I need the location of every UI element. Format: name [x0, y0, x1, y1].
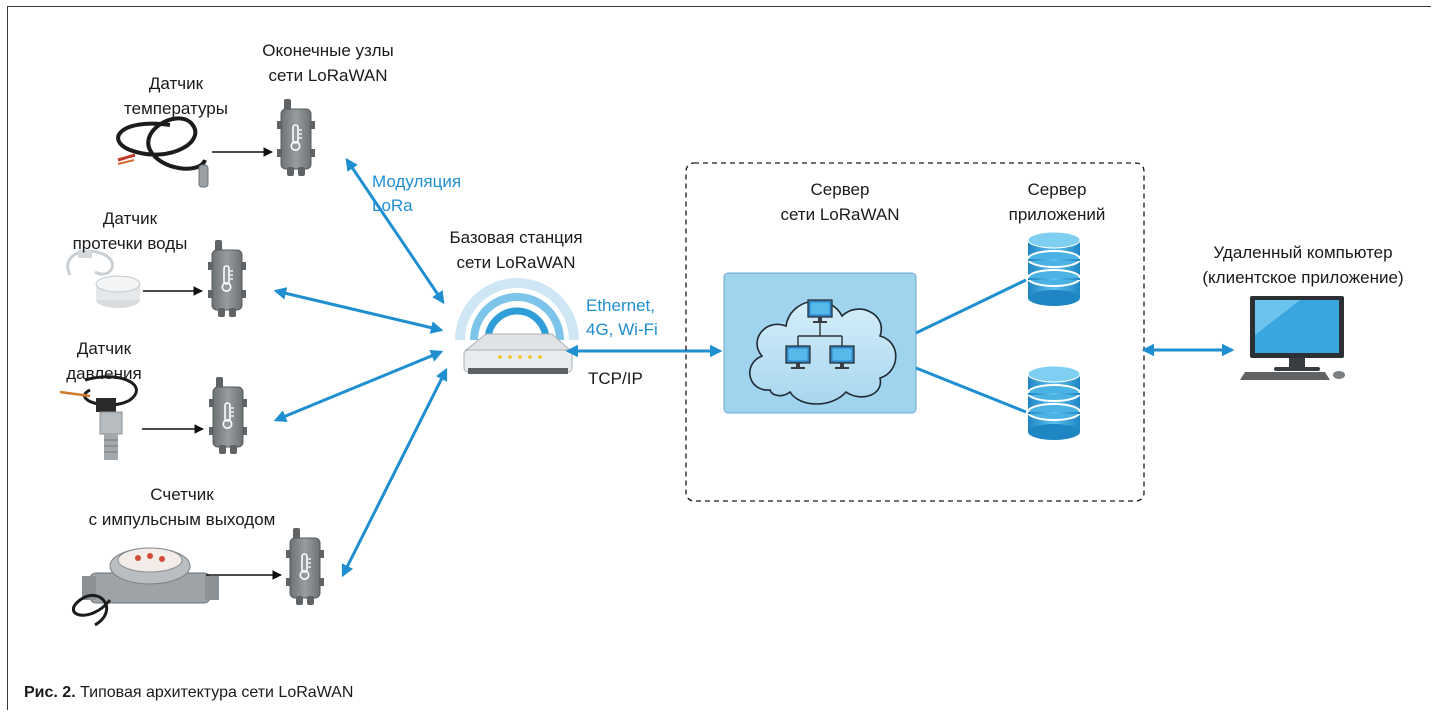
lora-links: [273, 157, 448, 578]
app-server-label-line1: Сервер: [1028, 180, 1087, 199]
remote-computer-label-line1: Удаленный компьютер: [1213, 243, 1392, 262]
pressure-sensor-label-line2: давления: [66, 364, 141, 383]
protocol-label: TCP/IP: [588, 369, 643, 388]
server-group-border: [685, 162, 1145, 502]
network-server-cloud: [723, 272, 917, 414]
app-server-label-line2: приложений: [1009, 205, 1106, 224]
end-node-device-icon: [207, 239, 247, 318]
end-node-device-icon: [285, 527, 325, 606]
pressure-sensor-label-line1: Датчик: [77, 339, 132, 358]
water-leak-sensor-label-line2: протечки воды: [73, 234, 188, 253]
remote-computer-icon: [1240, 296, 1345, 380]
end-nodes-label-line2: сети LoRaWAN: [268, 66, 387, 85]
server-network-lines: [797, 323, 843, 346]
end-node-device-icon: [276, 98, 316, 177]
water-leak-sensor-image: [66, 249, 141, 308]
server-link-line: [915, 366, 1027, 414]
base-station-router-icon: [455, 278, 579, 374]
backhaul-label-line1: Ethernet,: [586, 296, 655, 315]
water-leak-sensor-label-line1: Датчик: [103, 209, 158, 228]
figure-caption-text: Типовая архитектура сети LoRaWAN: [75, 684, 354, 701]
pressure-sensor-image: [59, 375, 138, 460]
network-server-label-line1: Сервер: [811, 180, 870, 199]
figure-number: Рис. 2.: [24, 684, 76, 701]
figure-caption: Рис. 2. Типовая архитектура сети LoRaWAN: [24, 684, 353, 702]
database-icon: [1027, 231, 1081, 307]
server-link-line: [915, 278, 1027, 335]
temperature-sensor-label-line2: температуры: [124, 99, 228, 118]
network-server-label-line2: сети LoRaWAN: [780, 205, 899, 224]
lora-modulation-label-line2: LoRa: [372, 196, 413, 215]
end-nodes-label-line1: Оконечные узлы: [262, 41, 393, 60]
temperature-sensor-label-line1: Датчик: [149, 74, 204, 93]
pulse-meter-image: [72, 547, 219, 627]
pulse-meter-label-line2: с импульсным выходом: [89, 510, 276, 529]
figure-frame: [7, 6, 1431, 710]
backhaul-label-line2: 4G, Wi-Fi: [586, 320, 658, 339]
end-node-device-icon: [208, 376, 248, 455]
lora-modulation-label-line1: Модуляция: [372, 172, 461, 191]
remote-computer-label-line2: (клиентское приложение): [1202, 268, 1403, 287]
base-station-label-line2: сети LoRaWAN: [456, 253, 575, 272]
base-station-label-line1: Базовая станция: [449, 228, 582, 247]
pulse-meter-label-line1: Счетчик: [150, 485, 214, 504]
database-icon: [1027, 365, 1081, 441]
temperature-sensor-image: [116, 116, 209, 188]
